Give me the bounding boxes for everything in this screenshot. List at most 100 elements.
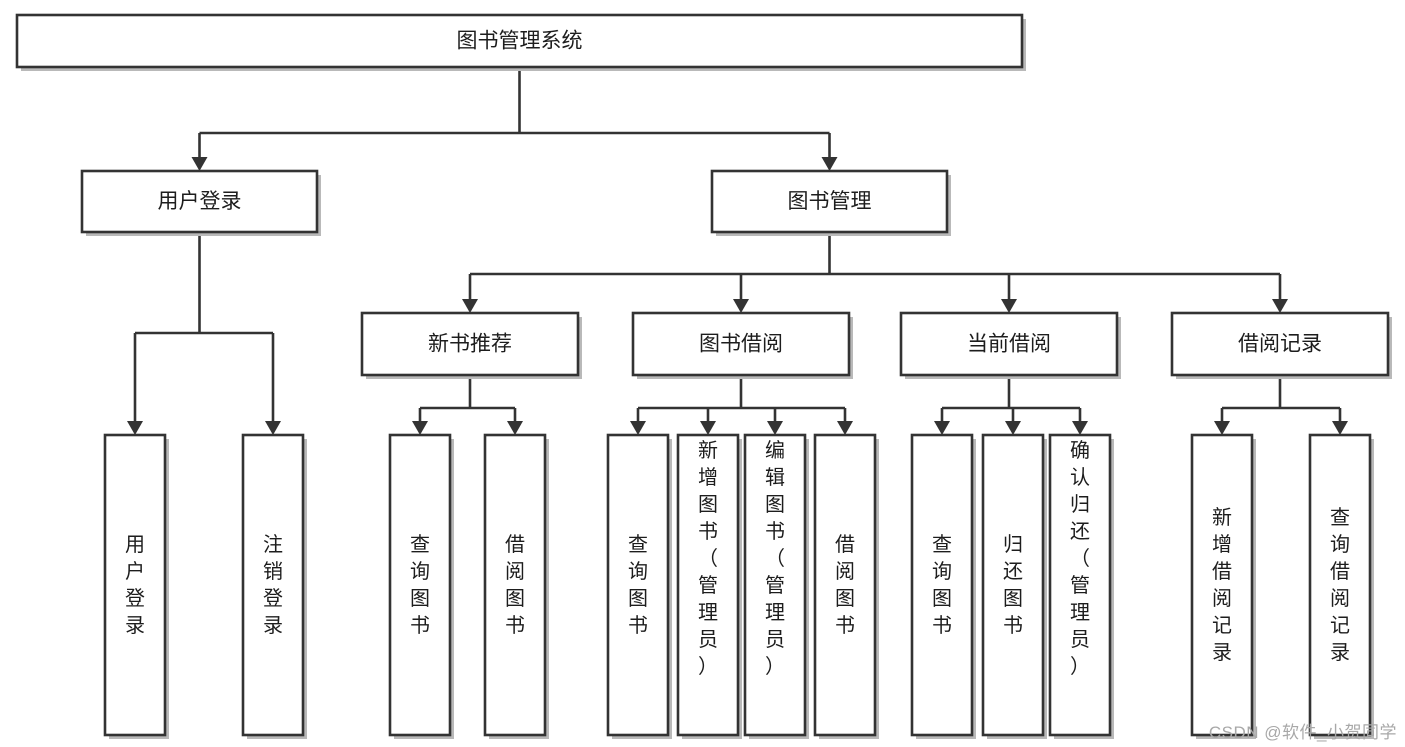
- node-rect[interactable]: [1190, 433, 1254, 737]
- node-rect[interactable]: [388, 433, 452, 737]
- node-label: 当前借阅: [967, 333, 1051, 356]
- svg-text:记: 记: [1330, 614, 1350, 637]
- node-label: 用户登录: [158, 190, 242, 213]
- node-level3-1[interactable]: 图书借阅: [631, 311, 853, 379]
- svg-text:增: 增: [1212, 533, 1232, 556]
- svg-text:录: 录: [125, 615, 145, 637]
- node-layer: 图书管理系统用户登录图书管理新书推荐图书借阅当前借阅借阅记录用户登录注销登录查询…: [15, 13, 1392, 739]
- node-rect[interactable]: [710, 169, 949, 234]
- node-rect[interactable]: [80, 169, 319, 234]
- svg-text:还: 还: [1070, 520, 1090, 543]
- node-rect[interactable]: [899, 311, 1119, 377]
- arrow-head-icon: [1001, 299, 1017, 313]
- node-label: 新书推荐: [428, 333, 512, 356]
- node-root[interactable]: 图书管理系统: [15, 13, 1026, 71]
- node-rect[interactable]: [1048, 433, 1112, 737]
- node-level3-0[interactable]: 新书推荐: [360, 311, 582, 379]
- node-rect[interactable]: [813, 433, 877, 737]
- svg-text:书: 书: [765, 520, 785, 543]
- node-rect[interactable]: [483, 433, 547, 737]
- arrow-head-icon: [265, 421, 281, 435]
- svg-text:员: 员: [765, 629, 785, 651]
- arrow-head-icon: [1272, 299, 1288, 313]
- arrow-head-icon: [412, 421, 428, 435]
- arrow-head-icon: [191, 157, 208, 171]
- svg-text:新: 新: [1212, 506, 1232, 529]
- svg-text:销: 销: [263, 560, 283, 583]
- node-level2-1[interactable]: 图书管理: [710, 169, 951, 236]
- node-rect[interactable]: [981, 433, 1045, 737]
- arrow-head-icon: [1005, 421, 1021, 435]
- node-rect[interactable]: [743, 433, 807, 737]
- svg-text:录: 录: [1330, 642, 1350, 664]
- node-rect[interactable]: [241, 433, 305, 737]
- svg-text:记: 记: [1212, 614, 1232, 637]
- svg-text:阅: 阅: [505, 560, 525, 583]
- svg-text:（: （: [1070, 547, 1090, 570]
- svg-text:（: （: [765, 547, 785, 570]
- svg-text:用: 用: [125, 534, 145, 556]
- svg-text:查: 查: [628, 533, 648, 556]
- node-rect[interactable]: [606, 433, 670, 737]
- arrow-head-icon: [1072, 421, 1088, 435]
- node-label: 用户登录: [125, 534, 145, 637]
- svg-text:图: 图: [698, 494, 718, 516]
- node-rect[interactable]: [910, 433, 974, 737]
- connector-layer: [127, 67, 1348, 435]
- node-leaf-0[interactable]: 用户登录: [103, 433, 169, 739]
- arrow-head-icon: [733, 299, 749, 313]
- svg-text:查: 查: [410, 533, 430, 556]
- svg-text:户: 户: [125, 560, 145, 583]
- node-level3-3[interactable]: 借阅记录: [1170, 311, 1392, 379]
- svg-text:询: 询: [628, 560, 648, 583]
- node-rect[interactable]: [103, 433, 167, 737]
- node-rect[interactable]: [15, 13, 1024, 69]
- svg-text:归: 归: [1003, 533, 1023, 556]
- svg-text:图: 图: [932, 588, 952, 610]
- node-rect[interactable]: [1308, 433, 1372, 737]
- svg-text:借: 借: [835, 533, 855, 556]
- svg-text:理: 理: [1070, 602, 1090, 624]
- node-level2-0[interactable]: 用户登录: [80, 169, 321, 236]
- node-rect[interactable]: [676, 433, 740, 737]
- svg-text:登: 登: [125, 587, 145, 610]
- node-rect[interactable]: [1170, 311, 1390, 377]
- svg-text:书: 书: [1003, 614, 1023, 637]
- svg-text:录: 录: [1212, 642, 1232, 664]
- svg-text:图: 图: [410, 588, 430, 610]
- node-rect[interactable]: [631, 311, 851, 377]
- arrow-head-icon: [700, 421, 716, 435]
- svg-text:（: （: [698, 547, 718, 570]
- svg-text:理: 理: [765, 602, 785, 624]
- node-rect[interactable]: [360, 311, 580, 377]
- arrow-head-icon: [507, 421, 523, 435]
- svg-text:归: 归: [1070, 493, 1090, 516]
- svg-text:借: 借: [505, 533, 525, 556]
- node-level3-2[interactable]: 当前借阅: [899, 311, 1121, 379]
- svg-text:员: 员: [698, 629, 718, 651]
- node-label: 图书借阅: [699, 333, 783, 356]
- svg-text:查: 查: [1330, 506, 1350, 529]
- svg-text:辑: 辑: [765, 466, 785, 489]
